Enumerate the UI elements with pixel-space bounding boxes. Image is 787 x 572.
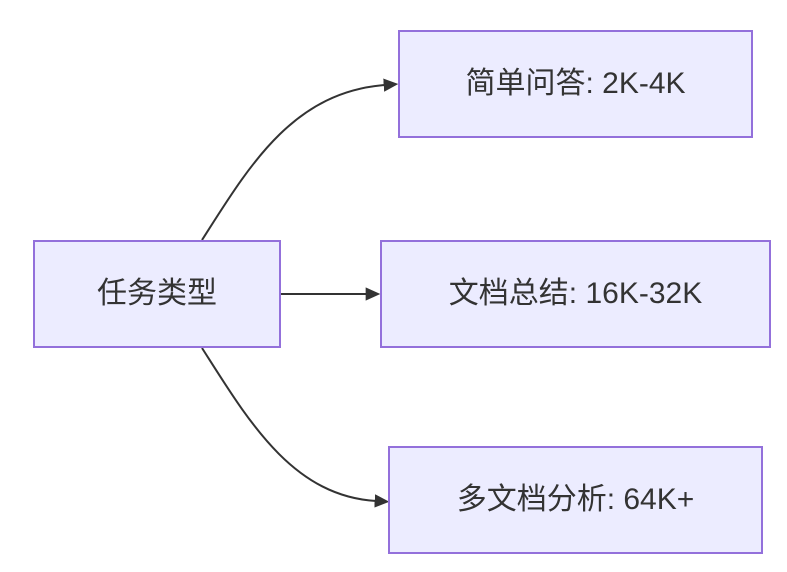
node-doc-summary: 文档总结: 16K-32K	[380, 240, 771, 348]
node-doc-summary-label: 文档总结: 16K-32K	[448, 277, 703, 310]
edge-root-to-multi-doc	[201, 347, 390, 508]
node-multi-doc: 多文档分析: 64K+	[388, 446, 763, 554]
node-simple-qa: 简单问答: 2K-4K	[398, 30, 753, 138]
edge-root-to-simple-qa	[201, 78, 399, 241]
node-multi-doc-label: 多文档分析: 64K+	[456, 483, 695, 516]
node-task-type: 任务类型	[33, 240, 281, 348]
node-simple-qa-label: 简单问答: 2K-4K	[465, 67, 686, 100]
node-task-type-label: 任务类型	[97, 277, 217, 310]
